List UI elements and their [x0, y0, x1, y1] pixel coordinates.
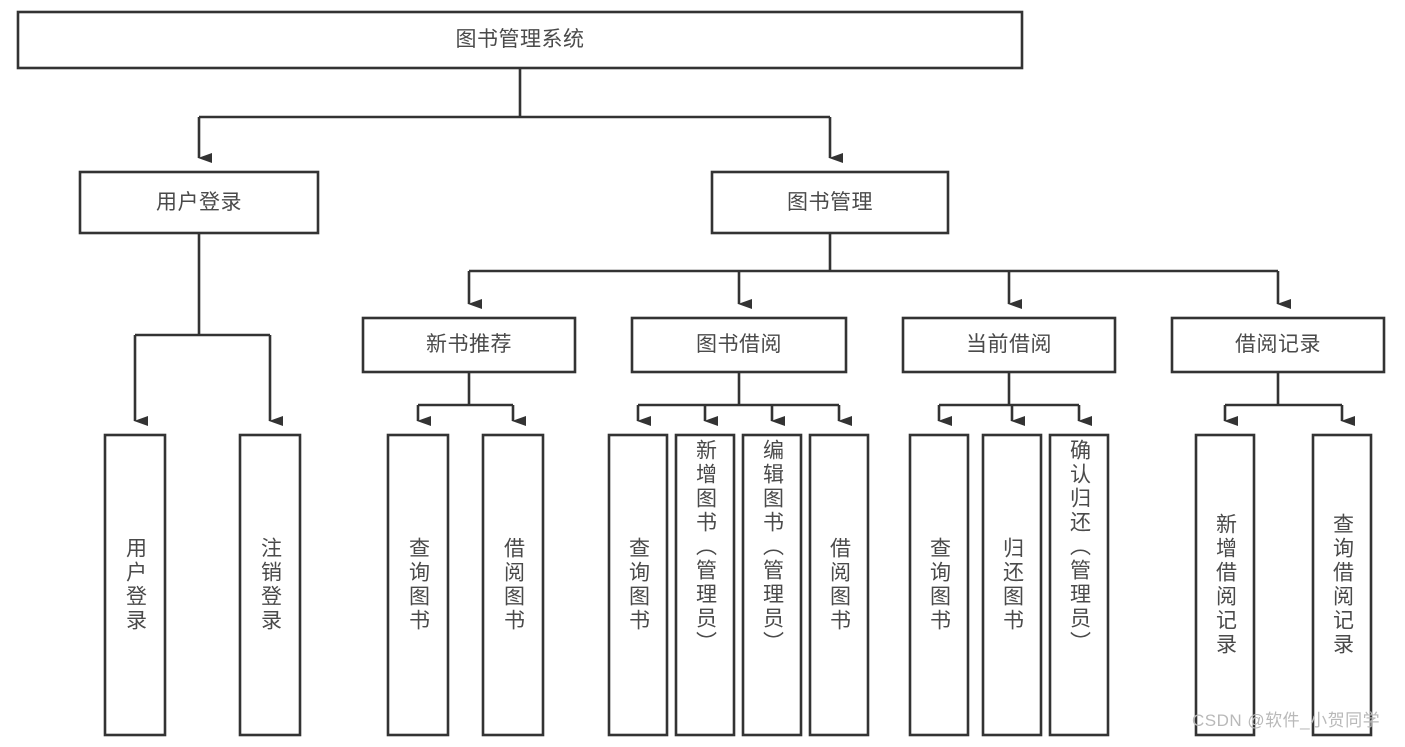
node-box-leaf-confirm-return[interactable] — [1048, 433, 1110, 737]
node-box-current-borrow[interactable] — [901, 316, 1117, 374]
node-box-leaf-borrow-book-1[interactable] — [481, 433, 545, 737]
connector-bookmanage-to-level3 — [467, 233, 1291, 309]
node-box-book-manage[interactable] — [710, 170, 950, 235]
csdn-watermark: CSDN @软件_小贺同学 — [1192, 711, 1381, 730]
node-boxes — [16, 10, 1386, 737]
connector-borrowrecord-to-leaves — [1223, 372, 1355, 426]
node-box-user-login[interactable] — [78, 170, 320, 235]
node-box-leaf-query-record[interactable] — [1311, 433, 1373, 737]
connector-recommend-to-leaves — [416, 372, 526, 426]
node-box-book-borrow[interactable] — [630, 316, 848, 374]
node-box-leaf-return-book[interactable] — [981, 433, 1043, 737]
node-box-leaf-query-book-1[interactable] — [386, 433, 450, 737]
node-box-root[interactable] — [16, 10, 1024, 70]
node-box-new-book-recommend[interactable] — [361, 316, 577, 374]
connector-root-to-level2 — [197, 68, 843, 163]
node-box-leaf-query-book-3[interactable] — [908, 433, 970, 737]
node-box-leaf-edit-book[interactable] — [741, 433, 803, 737]
connector-bookborrow-to-leaves — [636, 372, 852, 426]
connector-currentborrow-to-leaves — [937, 372, 1092, 426]
node-box-leaf-add-record[interactable] — [1194, 433, 1256, 737]
node-box-leaf-add-book[interactable] — [674, 433, 736, 737]
node-box-borrow-record[interactable] — [1170, 316, 1386, 374]
node-box-leaf-query-book-2[interactable] — [607, 433, 669, 737]
connector-userlogin-to-leaves — [133, 233, 283, 426]
node-box-leaf-logout[interactable] — [238, 433, 302, 737]
node-box-leaf-borrow-book-2[interactable] — [808, 433, 870, 737]
node-box-leaf-user-login[interactable] — [103, 433, 167, 737]
